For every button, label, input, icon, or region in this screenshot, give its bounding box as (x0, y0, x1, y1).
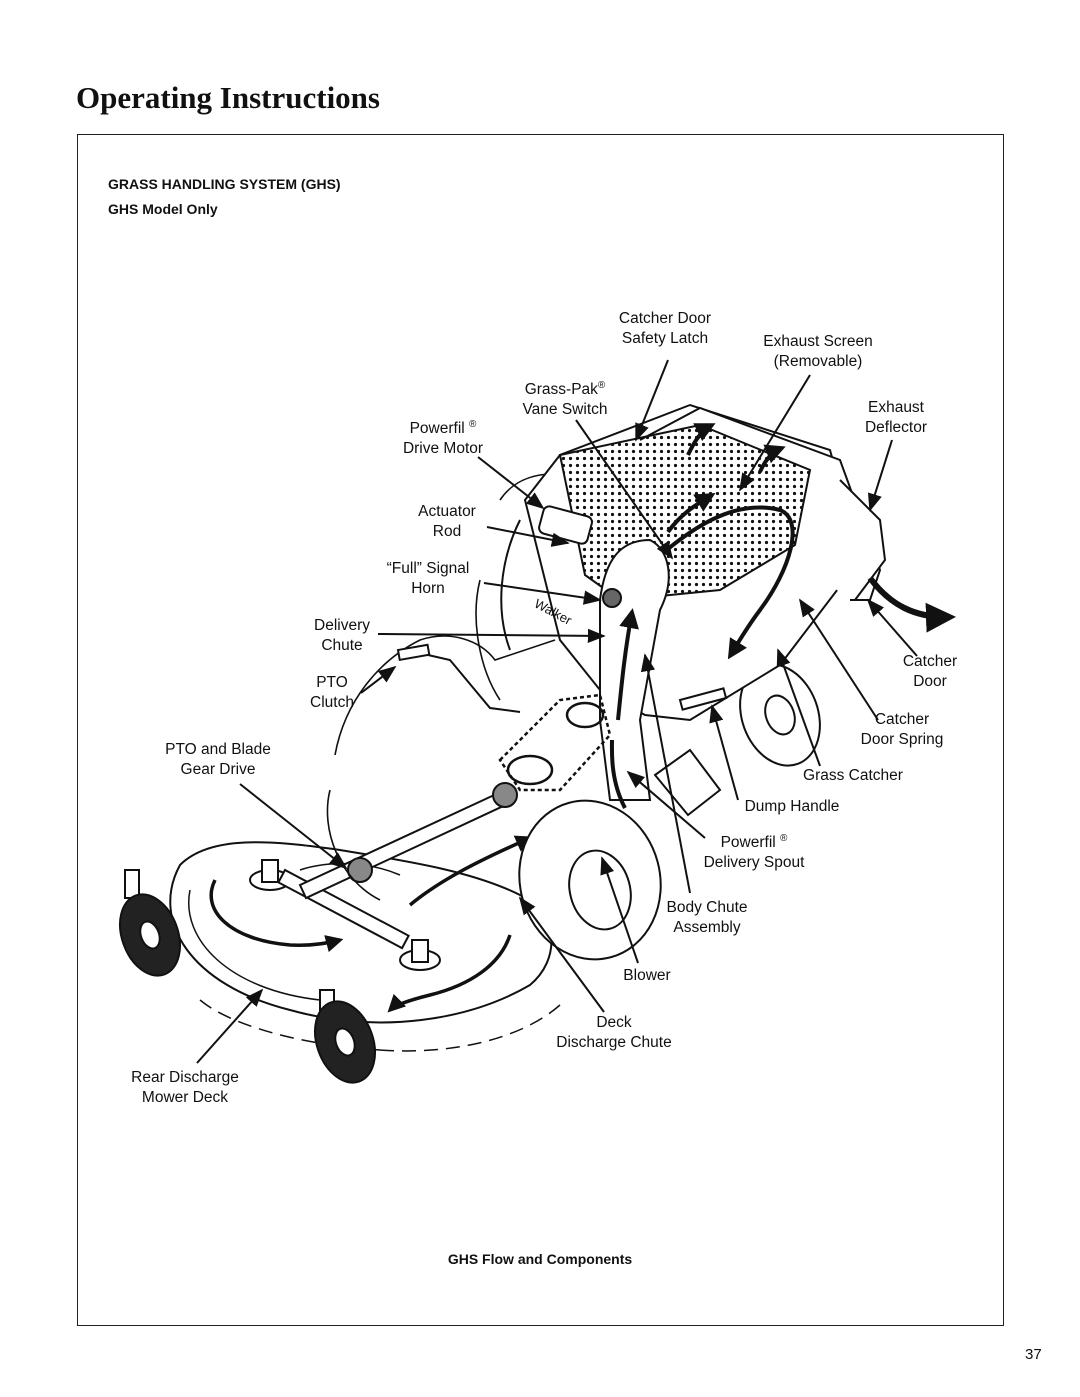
label-catcher-door: Catcher Door (902, 653, 958, 690)
label-powerfil-delivery-spout: Powerfil ® Delivery Spout (703, 833, 805, 872)
label-powerfil-drive-motor: Powerfil ® Drive Motor (402, 419, 484, 458)
label-delivery-chute: Delivery Chute (314, 617, 370, 654)
label-body-chute-assembly: Body Chute Assembly (666, 899, 748, 936)
label-pto-blade-gear-drive: PTO and Blade Gear Drive (165, 741, 271, 778)
label-grass-pak-vane-switch: Grass-Pak® Vane Switch (522, 380, 608, 419)
label-catcher-door-safety-latch: Catcher Door Safety Latch (618, 310, 712, 347)
deck-airflow-arrows (209, 835, 534, 1013)
rear-drive-wheel (518, 799, 662, 961)
label-exhaust-deflector: Exhaust Deflector (864, 399, 928, 436)
label-actuator-rod: Actuator Rod (418, 503, 476, 540)
right-wheel (739, 663, 821, 767)
figure-frame (77, 134, 1004, 1326)
leader-arrows (196, 359, 918, 1064)
label-deck-discharge-chute: Deck Discharge Chute (556, 1014, 672, 1051)
label-catcher-door-spring: Catcher Door Spring (860, 711, 944, 748)
belt-drive (498, 693, 612, 792)
page-number: 37 (1025, 1346, 1042, 1363)
page-title: Operating Instructions (76, 80, 380, 115)
section-subheading: GHS Model Only (108, 201, 218, 217)
pto-clutch-lever (396, 643, 521, 713)
label-grass-catcher: Grass Catcher (803, 767, 903, 784)
label-full-signal-horn: “Full” Signal Horn (386, 560, 470, 597)
label-pto-clutch: PTO Clutch (310, 674, 354, 711)
label-dump-handle: Dump Handle (744, 798, 840, 815)
label-exhaust-screen: Exhaust Screen (Removable) (763, 333, 873, 370)
drive-shaft (298, 782, 518, 900)
grass-catcher (500, 403, 887, 722)
label-blower: Blower (623, 967, 671, 984)
label-rear-discharge-mower-deck: Rear Discharge Mower Deck (131, 1069, 239, 1106)
section-heading: GRASS HANDLING SYSTEM (GHS) (108, 176, 341, 192)
dump-handle-shape (653, 687, 728, 817)
catcher-airflow-arrows (653, 423, 956, 660)
tractor-body (326, 473, 581, 901)
figure-caption: GHS Flow and Components (447, 1251, 633, 1267)
caster-wheels (119, 869, 376, 1084)
